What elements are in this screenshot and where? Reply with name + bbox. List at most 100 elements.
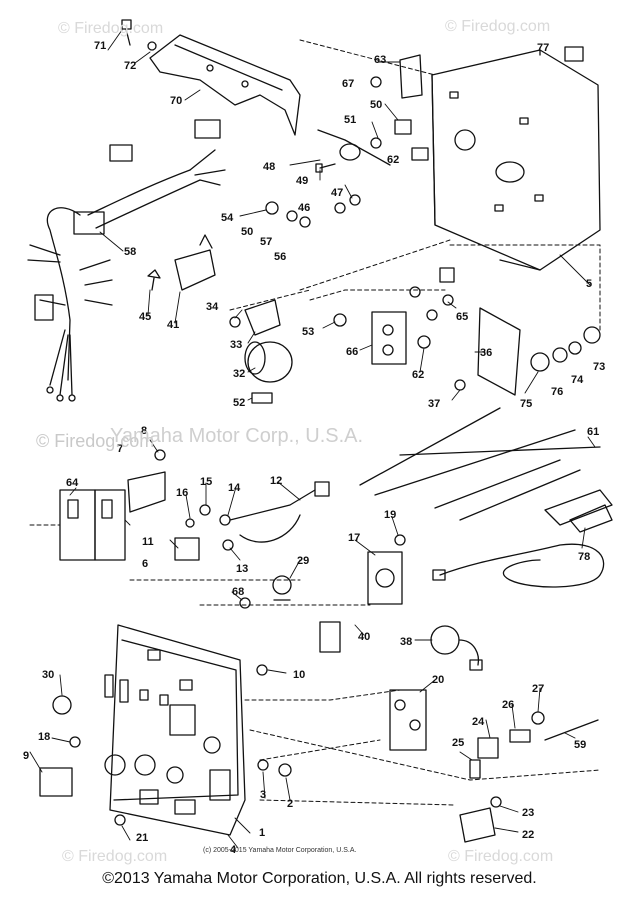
label-65: 65: [456, 311, 468, 323]
nut-3: [257, 759, 269, 771]
label-19: 19: [384, 509, 396, 521]
guide-lines-upper: [229, 39, 601, 331]
label-75: 75: [520, 398, 532, 410]
label-71: 71: [94, 40, 106, 52]
screw-23: [490, 796, 502, 808]
screw-49: [315, 163, 336, 173]
label-51: 51: [344, 114, 356, 126]
plate-62-upper: [411, 147, 429, 161]
label-74: 74: [571, 374, 584, 386]
label-52: 52: [233, 397, 245, 409]
bracket-33: [244, 299, 281, 336]
label-33: 33: [230, 339, 242, 351]
screw-53: [333, 313, 347, 327]
control-panel-1: [104, 624, 246, 836]
screw-67: [370, 76, 382, 88]
nut-62-middle: [417, 335, 431, 349]
screw-34: [229, 316, 241, 328]
receptacle-17: [367, 551, 403, 605]
label-29: 29: [297, 555, 309, 567]
screw-51: [370, 137, 382, 149]
fuse-holder-77: [564, 46, 584, 62]
screw-21: [114, 814, 126, 826]
capacitor-41: [174, 234, 216, 291]
wire-harness: [27, 119, 226, 402]
label-22: 22: [522, 829, 534, 841]
bracket-63: [399, 54, 423, 99]
receptacle-66: [371, 311, 407, 365]
label-77: 77: [537, 42, 549, 54]
label-6: 6: [142, 558, 148, 570]
knob-30: [52, 695, 72, 715]
label-5: 5: [586, 278, 592, 290]
label-54: 54: [221, 212, 234, 224]
control-box-bracket: [149, 34, 301, 136]
screw-2: [278, 763, 292, 777]
label-17: 17: [348, 532, 360, 544]
label-72: 72: [124, 60, 136, 72]
label-23: 23: [522, 807, 534, 819]
label-2: 2: [287, 798, 293, 810]
screw-45: [147, 269, 161, 291]
label-38: 38: [400, 636, 412, 648]
label-12: 12: [270, 475, 282, 487]
parts-65: [409, 267, 455, 321]
label-20: 20: [432, 674, 444, 686]
label-56: 56: [274, 251, 286, 263]
label-53: 53: [302, 326, 314, 338]
label-59: 59: [574, 739, 586, 751]
label-3: 3: [260, 789, 266, 801]
terminal-48: [317, 129, 391, 166]
cable-ties-61: [359, 407, 601, 521]
label-37: 37: [428, 398, 440, 410]
label-62-upper: 62: [387, 154, 399, 166]
footer-copyright: ©2013 Yamaha Motor Corporation, U.S.A. A…: [102, 870, 537, 887]
label-7: 7: [117, 443, 123, 455]
grommets-50-57: [265, 201, 311, 228]
label-47: 47: [331, 187, 343, 199]
bracket-7: [127, 471, 166, 513]
label-49: 49: [296, 175, 308, 187]
label-16: 16: [176, 487, 188, 499]
lamp-13-14: [219, 514, 234, 551]
label-30: 30: [42, 669, 54, 681]
label-45: 45: [139, 311, 151, 323]
plate-22: [459, 807, 496, 843]
label-4: 4: [230, 844, 237, 856]
label-11: 11: [142, 536, 154, 548]
label-36: 36: [480, 347, 492, 359]
label-27: 27: [532, 683, 544, 695]
label-70: 70: [170, 95, 182, 107]
label-13: 13: [236, 563, 248, 575]
label-63: 63: [374, 54, 386, 66]
label-78: 78: [578, 551, 590, 563]
label-21: 21: [136, 832, 148, 844]
label-15: 15: [200, 476, 212, 488]
condenser-32: [244, 341, 293, 383]
label-76: 76: [551, 386, 563, 398]
label-73: 73: [593, 361, 605, 373]
label-61: 61: [587, 426, 599, 438]
diagram-copyright: (c) 2005-2015 Yamaha Motor Corporation, …: [203, 847, 357, 854]
label-50: 50: [241, 226, 253, 238]
label-14: 14: [228, 482, 241, 494]
part-number-labels: 71 72 70 63 77 67 50 51 62 48 49 47 46 5…: [23, 40, 605, 856]
switch-38: [430, 625, 483, 671]
label-24: 24: [472, 716, 485, 728]
label-41: 41: [167, 319, 179, 331]
label-10: 10: [293, 669, 305, 681]
extension-cord-78: [432, 489, 613, 588]
screw-37: [454, 379, 466, 391]
lamp-12: [229, 481, 330, 543]
circuit-breaker-64: [59, 489, 126, 561]
label-34: 34: [206, 301, 219, 313]
control-box-housing: [431, 49, 601, 271]
label-25: 25: [452, 737, 464, 749]
label-48: 48: [263, 161, 275, 173]
plate-36: [477, 307, 521, 396]
leader-lines: [29, 29, 596, 849]
nut-10: [256, 664, 268, 676]
label-57: 57: [260, 236, 272, 248]
